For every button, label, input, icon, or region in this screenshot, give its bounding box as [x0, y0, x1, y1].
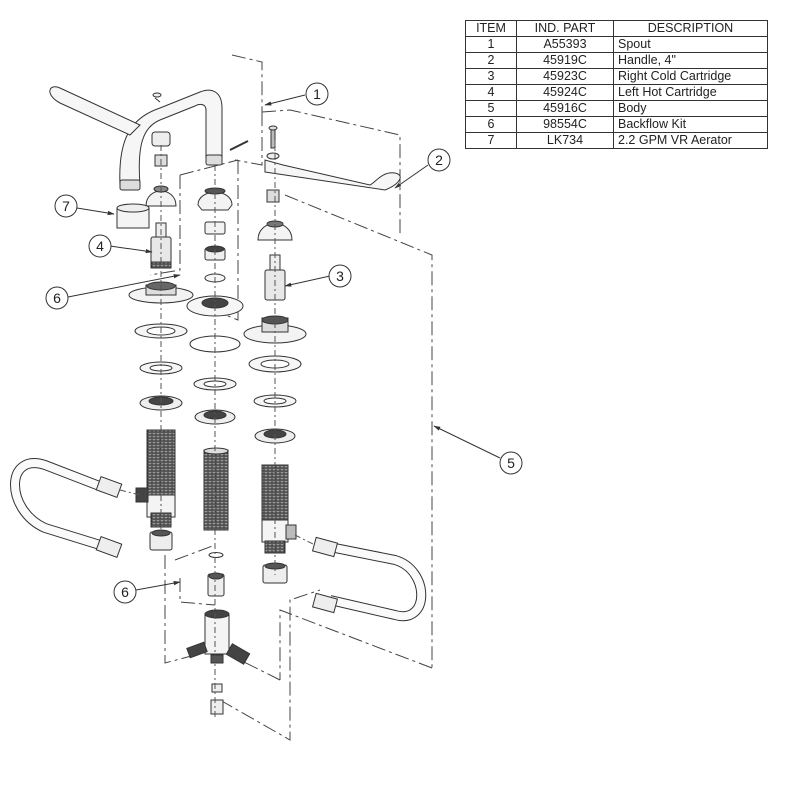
- left-handle: [49, 86, 162, 136]
- svg-text:7: 7: [62, 198, 70, 214]
- svg-text:5: 5: [507, 455, 515, 471]
- svg-text:6: 6: [121, 584, 129, 600]
- aerator: [116, 203, 150, 229]
- svg-text:3: 3: [336, 268, 344, 284]
- assembly-centerlines: [119, 140, 316, 720]
- part-description: 2.2 GPM VR Aerator: [613, 132, 768, 149]
- part-description: Left Hot Cartridge: [613, 84, 768, 101]
- callout-4: 4: [88, 234, 153, 258]
- body-phantom-outline: [149, 54, 433, 741]
- callout-3: 3: [284, 264, 352, 288]
- part-number: 98554C: [516, 116, 614, 133]
- spout: [119, 89, 249, 191]
- part-description: Handle, 4": [613, 52, 768, 69]
- callout-6-upper: 6: [45, 274, 181, 310]
- part-number: LK734: [516, 132, 614, 149]
- svg-text:2: 2: [435, 152, 443, 168]
- right-supply-hose: [311, 536, 427, 622]
- callout-5: 5: [433, 425, 523, 475]
- callout-6-lower: 6: [113, 580, 181, 604]
- center-spout-stack: [186, 187, 251, 715]
- callout-7: 7: [54, 194, 115, 218]
- callout-2: 2: [394, 148, 451, 189]
- svg-text:6: 6: [53, 290, 61, 306]
- callout-1: 1: [264, 82, 329, 106]
- svg-text:1: 1: [313, 86, 321, 102]
- right-handle: [264, 125, 401, 191]
- svg-text:4: 4: [96, 238, 104, 254]
- left-supply-hose: [10, 458, 123, 558]
